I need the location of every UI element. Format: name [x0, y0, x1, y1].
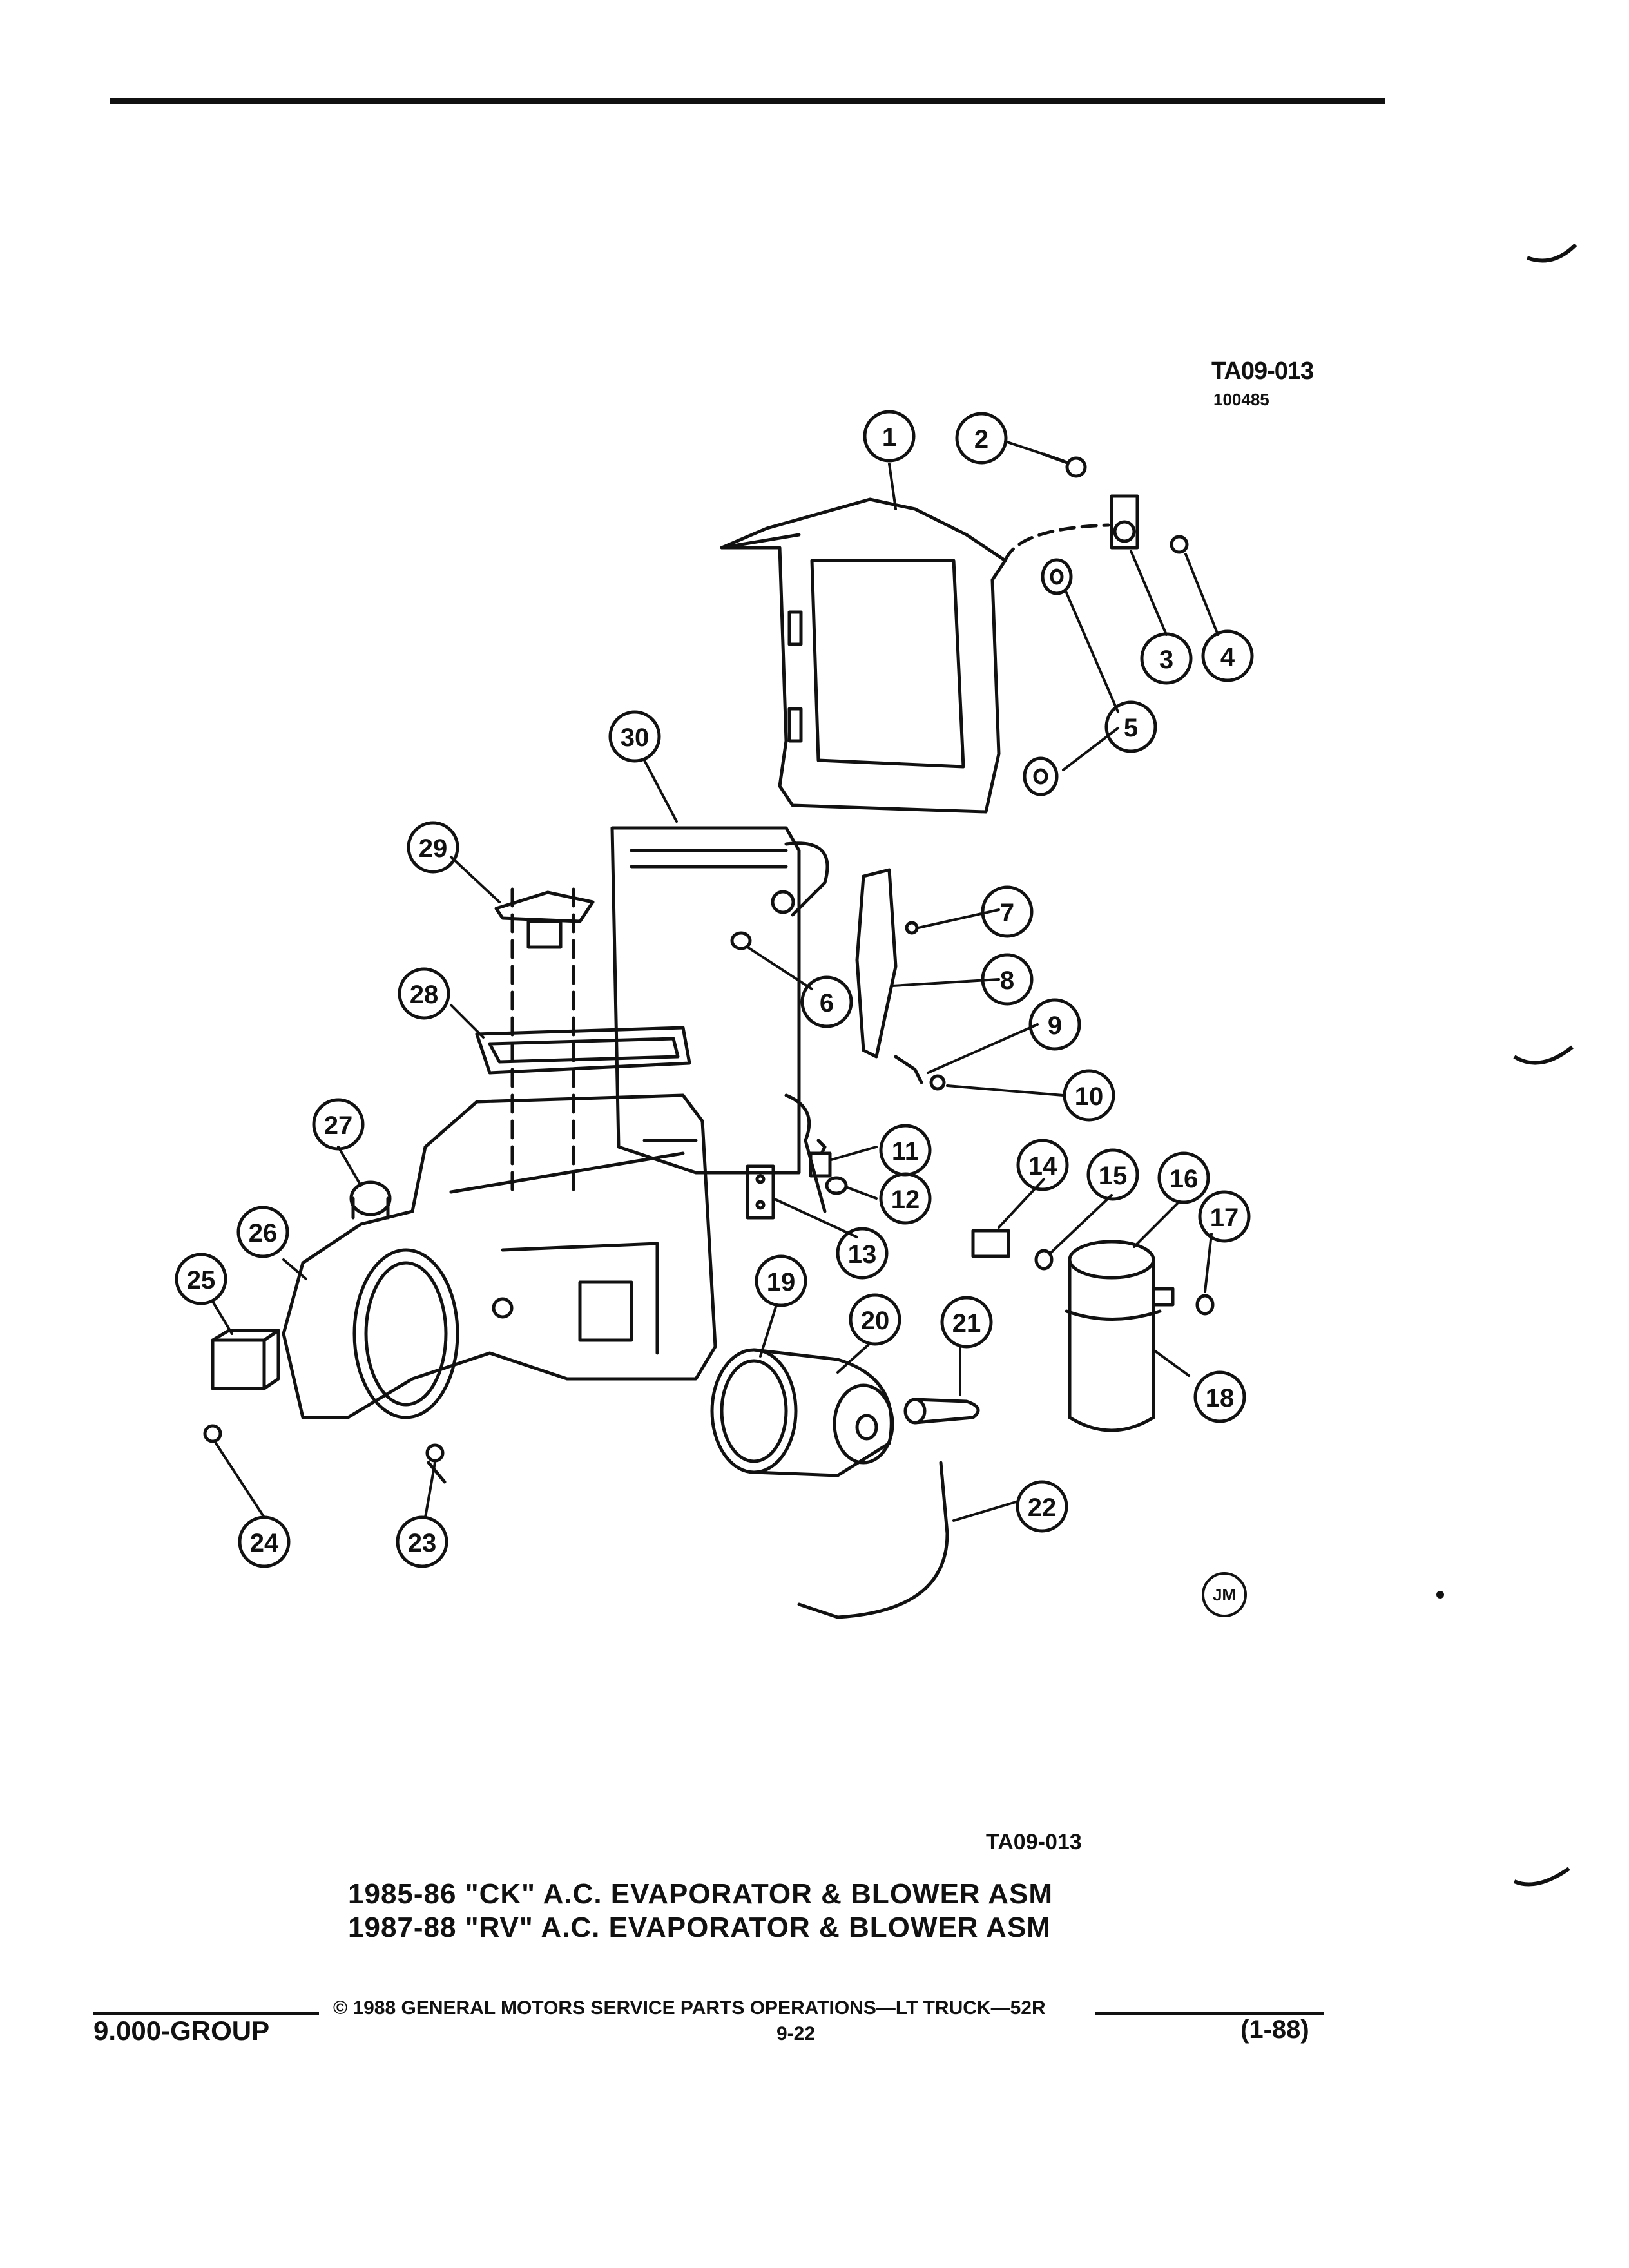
- part-5-grommets: [1023, 558, 1073, 796]
- callout-19: 19: [767, 1268, 796, 1296]
- footer-copyright: © 1988 GENERAL MOTORS SERVICE PARTS OPER…: [333, 1997, 1046, 2019]
- part-28-seal: [475, 1026, 691, 1075]
- callout-16: 16: [1170, 1165, 1199, 1193]
- footer-rule-right: [1095, 2012, 1324, 2015]
- callout-29: 29: [419, 834, 448, 863]
- part-6-10-bracket: [730, 868, 946, 1091]
- part-26-blower-housing: [282, 1093, 717, 1419]
- figure-code-bottom: TA09-013: [986, 1830, 1082, 1854]
- callout-7: 7: [1000, 899, 1014, 927]
- callout-3: 3: [1159, 646, 1173, 674]
- callout-1: 1: [882, 423, 896, 452]
- callout-20: 20: [861, 1307, 890, 1335]
- callout-12: 12: [891, 1186, 920, 1214]
- margin-scan-marks: [1513, 243, 1577, 1887]
- callout-13: 13: [848, 1240, 877, 1269]
- part-23-24-screws: [203, 1424, 447, 1484]
- callout-22: 22: [1028, 1494, 1057, 1522]
- part-14-15-switch: [971, 1229, 1054, 1271]
- callout-18: 18: [1206, 1384, 1235, 1412]
- top-rule: [110, 98, 1385, 104]
- callout-11: 11: [892, 1137, 919, 1166]
- callout-17: 17: [1210, 1204, 1239, 1232]
- part-16-18-accumulator: [1065, 1240, 1215, 1432]
- callout-10: 10: [1075, 1082, 1104, 1111]
- part-27-plug: [349, 1180, 392, 1220]
- part-22-wire: [797, 1461, 949, 1619]
- callout-8: 8: [1000, 966, 1014, 995]
- caption-line-2: 1987-88 "RV" A.C. EVAPORATOR & BLOWER AS…: [348, 1912, 1051, 1943]
- margin-dot: [1436, 1591, 1444, 1599]
- callout-4: 4: [1220, 643, 1235, 671]
- callout-9: 9: [1048, 1012, 1062, 1040]
- footer-date-code: (1-88): [1240, 2015, 1309, 2044]
- callout-26: 26: [249, 1219, 278, 1247]
- callout-5: 5: [1124, 714, 1138, 742]
- callout-30: 30: [621, 724, 650, 752]
- footer-page-number: 9-22: [776, 2023, 816, 2044]
- part-30-evaporator-core: [610, 826, 829, 1213]
- callout-2: 2: [974, 425, 988, 454]
- callout-23: 23: [408, 1529, 437, 1557]
- part-13-plate: [746, 1164, 775, 1220]
- footer-group: 9.000-GROUP: [93, 2015, 270, 2046]
- part-3-4-switch: [1003, 494, 1189, 562]
- part-1-case-cover: [720, 497, 1007, 814]
- callout-circles: [175, 410, 1254, 1568]
- callout-28: 28: [410, 981, 439, 1009]
- artist-mark: JM: [1202, 1572, 1247, 1617]
- part-25-relay: [211, 1329, 280, 1390]
- callout-27: 27: [324, 1111, 353, 1140]
- leader-lines: [211, 440, 1219, 1522]
- footer-rule-left: [93, 2012, 319, 2015]
- callout-24: 24: [250, 1529, 279, 1557]
- callout-21: 21: [952, 1309, 981, 1338]
- callout-6: 6: [820, 989, 834, 1017]
- part-11-12-fitting: [809, 1139, 848, 1195]
- figure-number-top: 100485: [1213, 390, 1269, 409]
- figure-code-top: TA09-013: [1211, 358, 1314, 385]
- part-19-20-blower-motor: [710, 1348, 894, 1477]
- callout-25: 25: [187, 1266, 216, 1294]
- callout-15: 15: [1099, 1162, 1128, 1190]
- caption-line-1: 1985-86 "CK" A.C. EVAPORATOR & BLOWER AS…: [348, 1878, 1054, 1910]
- callout-14: 14: [1028, 1152, 1057, 1180]
- part-21-connector: [903, 1398, 980, 1425]
